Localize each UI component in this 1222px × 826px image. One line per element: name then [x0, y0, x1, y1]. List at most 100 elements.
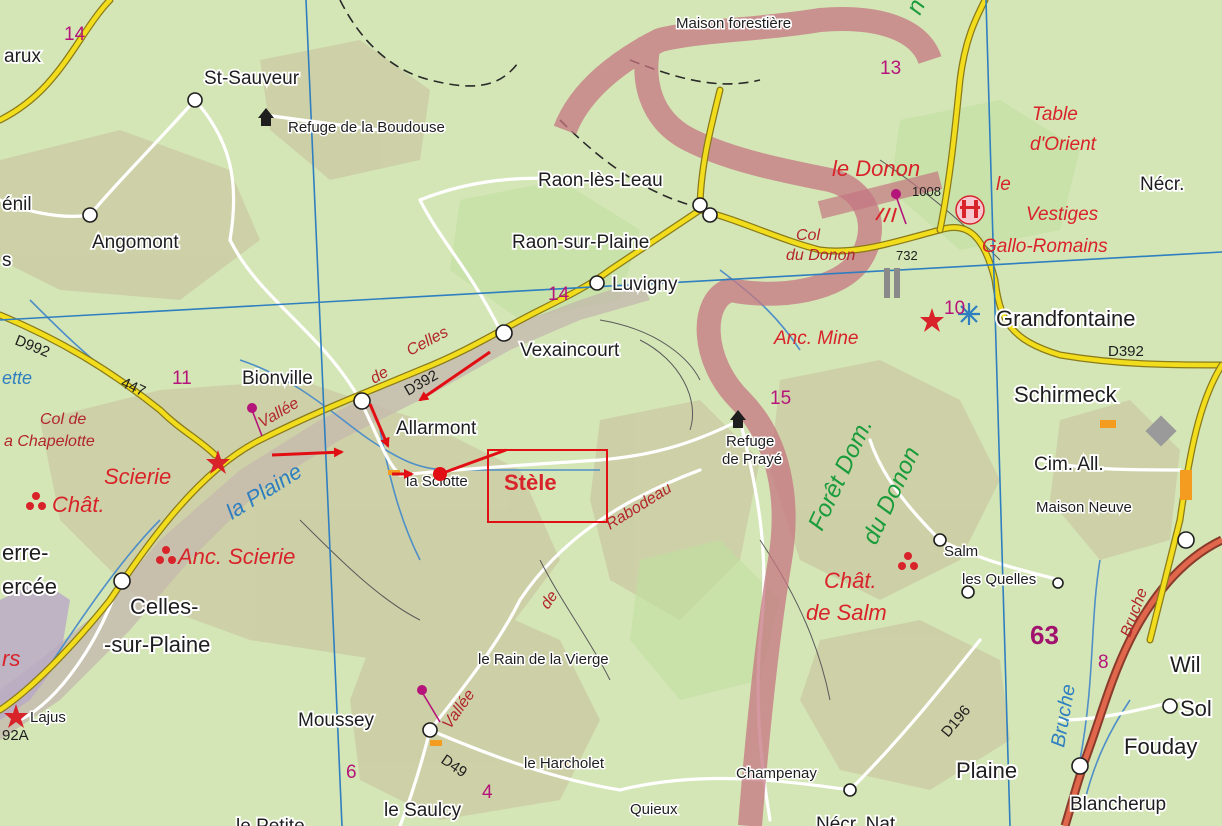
stele-marker[interactable] [433, 467, 447, 481]
cemetery-icon [1145, 415, 1177, 447]
label-allarmont: Allarmont [396, 418, 477, 439]
label-grandfontaine: Grandfontaine [996, 306, 1135, 331]
label-anc-scierie: Anc. Scierie [176, 544, 295, 569]
label-orient: d'Orient [1030, 134, 1097, 155]
label-1008: 1008 [912, 184, 941, 199]
label-raon-les-leau: Raon-lès-Leau [538, 170, 663, 191]
label-arux: arux [4, 46, 41, 67]
label-st-sauveur: St-Sauveur [204, 68, 300, 89]
label-le-petite: le Petite [236, 816, 305, 826]
label-les-quelles: les Quelles [962, 571, 1036, 588]
label-angomont: Angomont [92, 232, 179, 253]
label-4: 4 [482, 782, 493, 803]
label-fouday: Fouday [1124, 734, 1197, 759]
label-vallee-de: de [368, 364, 392, 388]
scierie-star-icon [206, 450, 230, 474]
label-raon-sur-plaine: Raon-sur-Plaine [512, 232, 649, 253]
anc-mine-star-icon [920, 308, 944, 332]
label-le-donon: le Donon [832, 156, 920, 181]
label-refuge-praye-2: de Prayé [722, 451, 782, 468]
label-plaine: Plaine [956, 758, 1017, 783]
donon-vestiges-icon [955, 195, 985, 225]
forest-boundary [553, 7, 942, 826]
label-d392-east: D392 [1108, 343, 1144, 360]
label-de-salm: de Salm [806, 600, 887, 625]
label-table: Table [1032, 104, 1078, 125]
label-le: le [996, 174, 1011, 195]
label-maison-forestiere: Maison forestière [676, 15, 791, 32]
label-scierie: Scierie [104, 464, 171, 489]
arrow-allarmont [368, 403, 390, 448]
label-ette: ette [2, 368, 32, 388]
mine-tower-icon [884, 268, 900, 298]
label-anc-mine: Anc. Mine [773, 328, 858, 349]
label-necr-nat: Nécr. Nat [816, 814, 896, 826]
route-annotation [271, 350, 507, 479]
label-lajus: Lajus [30, 709, 66, 726]
label-col-de: Col de [40, 411, 86, 428]
stele-pointer [439, 448, 507, 476]
elevation-labels: 1008 732 [896, 184, 941, 263]
label-le-saulcy: le Saulcy [384, 800, 462, 821]
label-63: 63 [1030, 620, 1059, 650]
plaine-valley [0, 280, 650, 740]
label-moussey: Moussey [298, 710, 375, 731]
major-road-n420-inner [1062, 537, 1222, 826]
refuge-praye-hut-icon [730, 410, 746, 428]
chateau-icons [26, 492, 918, 570]
stele-box[interactable] [487, 449, 608, 523]
label-pierre-1: erre- [2, 540, 48, 565]
label-gallo-romains: Gallo-Romains [982, 236, 1108, 257]
label-8: 8 [1098, 652, 1109, 673]
label-salm: Salm [944, 543, 978, 560]
label-enil: énil [2, 194, 32, 215]
settlement-markers [82, 92, 1195, 797]
label-chat-salm: Chât. [824, 568, 877, 593]
label-bionville: Bionville [242, 368, 313, 389]
lajus-star-icon [4, 704, 28, 728]
site-star-icons [4, 308, 944, 728]
arrow-vexaincourt [418, 350, 491, 402]
label-cim-all: Cim. All. [1034, 454, 1104, 475]
label-refuge-praye-1: Refuge [726, 433, 774, 450]
label-le-rain: le Rain de la Vierge [478, 651, 609, 668]
label-maison-neuve: Maison Neuve [1036, 499, 1132, 516]
label-la-sciotte: la Sciotte [406, 473, 468, 490]
label-chapelotte: a Chapelotte [4, 433, 95, 450]
viewpoint-pin-icons [247, 189, 907, 723]
label-le-harcholet: le Harcholet [524, 755, 605, 772]
label-refuge-boudouse: Refuge de la Boudouse [288, 119, 445, 136]
main-road-d392 [0, 0, 1222, 714]
label-chat: Chât. [52, 492, 105, 517]
label-blancherupt: Blancherup [1070, 794, 1166, 815]
label-13: 13 [880, 58, 901, 79]
label-sol: Sol [1180, 696, 1212, 721]
label-14-center: 14 [548, 284, 570, 305]
label-luvigny: Luvigny [612, 274, 678, 295]
label-92a: 92A [2, 727, 29, 744]
label-necr: Nécr. [1140, 174, 1184, 195]
label-quieux: Quieux [630, 801, 678, 818]
label-vexaincourt: Vexaincourt [520, 340, 620, 361]
label-celles-2: -sur-Plaine [104, 632, 210, 657]
refuge-boudouse-hut-icon [258, 108, 274, 126]
label-rs: rs [2, 646, 20, 671]
label-732: 732 [896, 248, 918, 263]
grid-number-labels: 14 13 14 10 11 15 6 4 8 63 [64, 24, 1109, 803]
label-celles-1: Celles- [130, 594, 198, 619]
label-col: Col [796, 227, 820, 244]
ski-snowflake-icon [958, 303, 980, 325]
label-14-topleft: 14 [64, 24, 86, 45]
label-pierre-2: ercée [2, 574, 57, 599]
label-11: 11 [172, 368, 192, 389]
col-donon-pass-icon [875, 207, 897, 223]
stele-label: Stèle [504, 470, 557, 495]
forest-boundary-donon [817, 171, 943, 219]
label-s-edge: s [2, 250, 12, 271]
label-champenay: Champenay [736, 765, 817, 782]
label-vestiges: Vestiges [1026, 204, 1099, 225]
label-10: 10 [944, 298, 965, 319]
relief-shading-light [450, 100, 1080, 700]
